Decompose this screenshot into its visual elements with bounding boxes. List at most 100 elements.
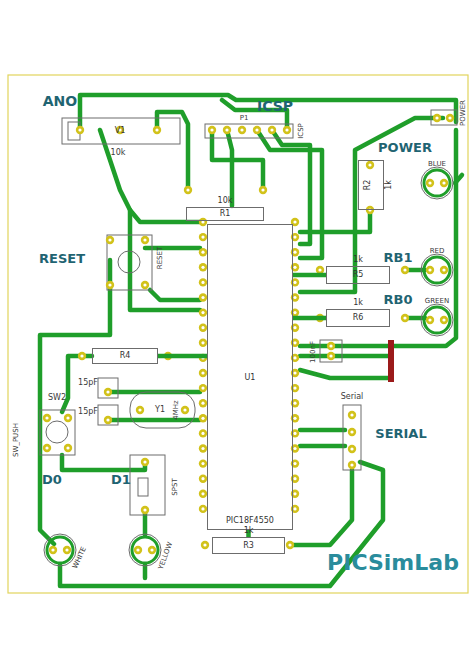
resistor-body: R4 xyxy=(92,348,158,364)
drill-hole xyxy=(293,492,296,495)
solder-pad xyxy=(199,293,207,301)
solder-pad xyxy=(446,114,454,122)
resistor-label: 1k xyxy=(353,256,363,264)
board-label: POWER xyxy=(378,141,432,154)
solder-pad xyxy=(104,416,112,424)
drill-hole xyxy=(201,371,204,374)
solder-pad xyxy=(348,461,356,469)
solder-pad xyxy=(327,352,335,360)
silkscreen-text: SPST xyxy=(172,478,179,495)
led-rings xyxy=(44,167,453,566)
resistor-body: R21k xyxy=(358,160,384,210)
drill-hole xyxy=(201,417,204,420)
solder-pad xyxy=(199,399,207,407)
drill-hole xyxy=(255,128,258,131)
solder-pad xyxy=(199,248,207,256)
drill-hole xyxy=(442,268,445,271)
solder-pad xyxy=(426,266,434,274)
drill-hole xyxy=(293,326,296,329)
drill-hole xyxy=(293,266,296,269)
silkscreen-outlines xyxy=(40,110,457,515)
solder-pad xyxy=(348,445,356,453)
drill-hole xyxy=(428,181,431,184)
drill-hole xyxy=(201,296,204,299)
board-label: RB0 xyxy=(384,293,413,306)
solder-pad xyxy=(184,186,192,194)
drill-hole xyxy=(201,477,204,480)
solder-pad xyxy=(199,339,207,347)
drill-hole xyxy=(78,128,81,131)
solder-pad xyxy=(64,444,72,452)
resistor-label: R2 xyxy=(364,180,372,191)
drill-hole xyxy=(201,387,204,390)
board-label: PICSimLab xyxy=(327,552,459,574)
solder-pads xyxy=(43,114,454,554)
drill-hole xyxy=(108,283,111,286)
drill-hole xyxy=(293,341,296,344)
solder-pad xyxy=(259,186,267,194)
drill-hole xyxy=(143,283,146,286)
solder-pad xyxy=(199,308,207,316)
solder-pad xyxy=(426,316,434,324)
solder-pad xyxy=(208,126,216,134)
drill-hole xyxy=(293,220,296,223)
drill-hole xyxy=(293,311,296,314)
silkscreen-text: SW2 xyxy=(48,394,66,402)
drill-hole xyxy=(368,208,371,211)
silkscreen-text: Y1 xyxy=(155,406,165,414)
drill-hole xyxy=(155,128,158,131)
drill-hole xyxy=(150,548,153,551)
solder-pad xyxy=(199,233,207,241)
drill-hole xyxy=(293,251,296,254)
drill-hole xyxy=(143,238,146,241)
drill-hole xyxy=(403,316,406,319)
drill-hole xyxy=(448,116,451,119)
drill-hole xyxy=(318,268,321,271)
solder-pad xyxy=(401,266,409,274)
chip-label: PIC18F4550 xyxy=(226,517,274,525)
solder-pad xyxy=(106,236,114,244)
silkscreen-text: BLUE xyxy=(428,161,446,168)
solder-pad xyxy=(283,126,291,134)
solder-pad xyxy=(104,388,112,396)
ic-package: U1PIC18F4550 xyxy=(207,224,293,530)
solder-pad xyxy=(199,263,207,271)
resistor-label: R4 xyxy=(120,352,131,360)
solder-pad xyxy=(43,444,51,452)
drill-hole xyxy=(201,447,204,450)
drill-hole xyxy=(201,402,204,405)
resistor-label: 10k xyxy=(218,197,233,205)
chip-label: U1 xyxy=(245,374,256,382)
silkscreen-text: RED xyxy=(430,248,445,255)
drill-hole xyxy=(210,128,213,131)
silkscreen-text: 10k xyxy=(111,149,126,157)
silkscreen-text: 100nF xyxy=(310,341,317,363)
drill-hole xyxy=(293,402,296,405)
drill-hole xyxy=(143,508,146,511)
resistor-body: 10kR1 xyxy=(186,207,264,221)
drill-hole xyxy=(329,354,332,357)
solder-pad xyxy=(238,126,246,134)
drill-hole xyxy=(293,356,296,359)
copper-traces xyxy=(40,95,462,586)
drill-hole xyxy=(106,390,109,393)
drill-hole xyxy=(183,408,186,411)
drill-hole xyxy=(428,318,431,321)
drill-hole xyxy=(201,281,204,284)
drill-hole xyxy=(201,266,204,269)
drill-hole xyxy=(201,251,204,254)
drill-hole xyxy=(143,460,146,463)
solder-pad xyxy=(348,428,356,436)
solder-pad xyxy=(136,406,144,414)
board-label: SERIAL xyxy=(375,427,426,440)
solder-pad xyxy=(286,541,294,549)
silkscreen-text: SW_PUSH xyxy=(13,423,20,457)
resistor-label: 1k xyxy=(385,180,393,190)
drill-hole xyxy=(45,416,48,419)
resistor-label: R6 xyxy=(353,314,364,322)
drill-hole xyxy=(66,416,69,419)
silkscreen-text: 4MHz xyxy=(173,400,180,419)
resistor-body: 1kR5 xyxy=(326,266,390,284)
silkscreen-text: 15pF xyxy=(78,379,98,387)
